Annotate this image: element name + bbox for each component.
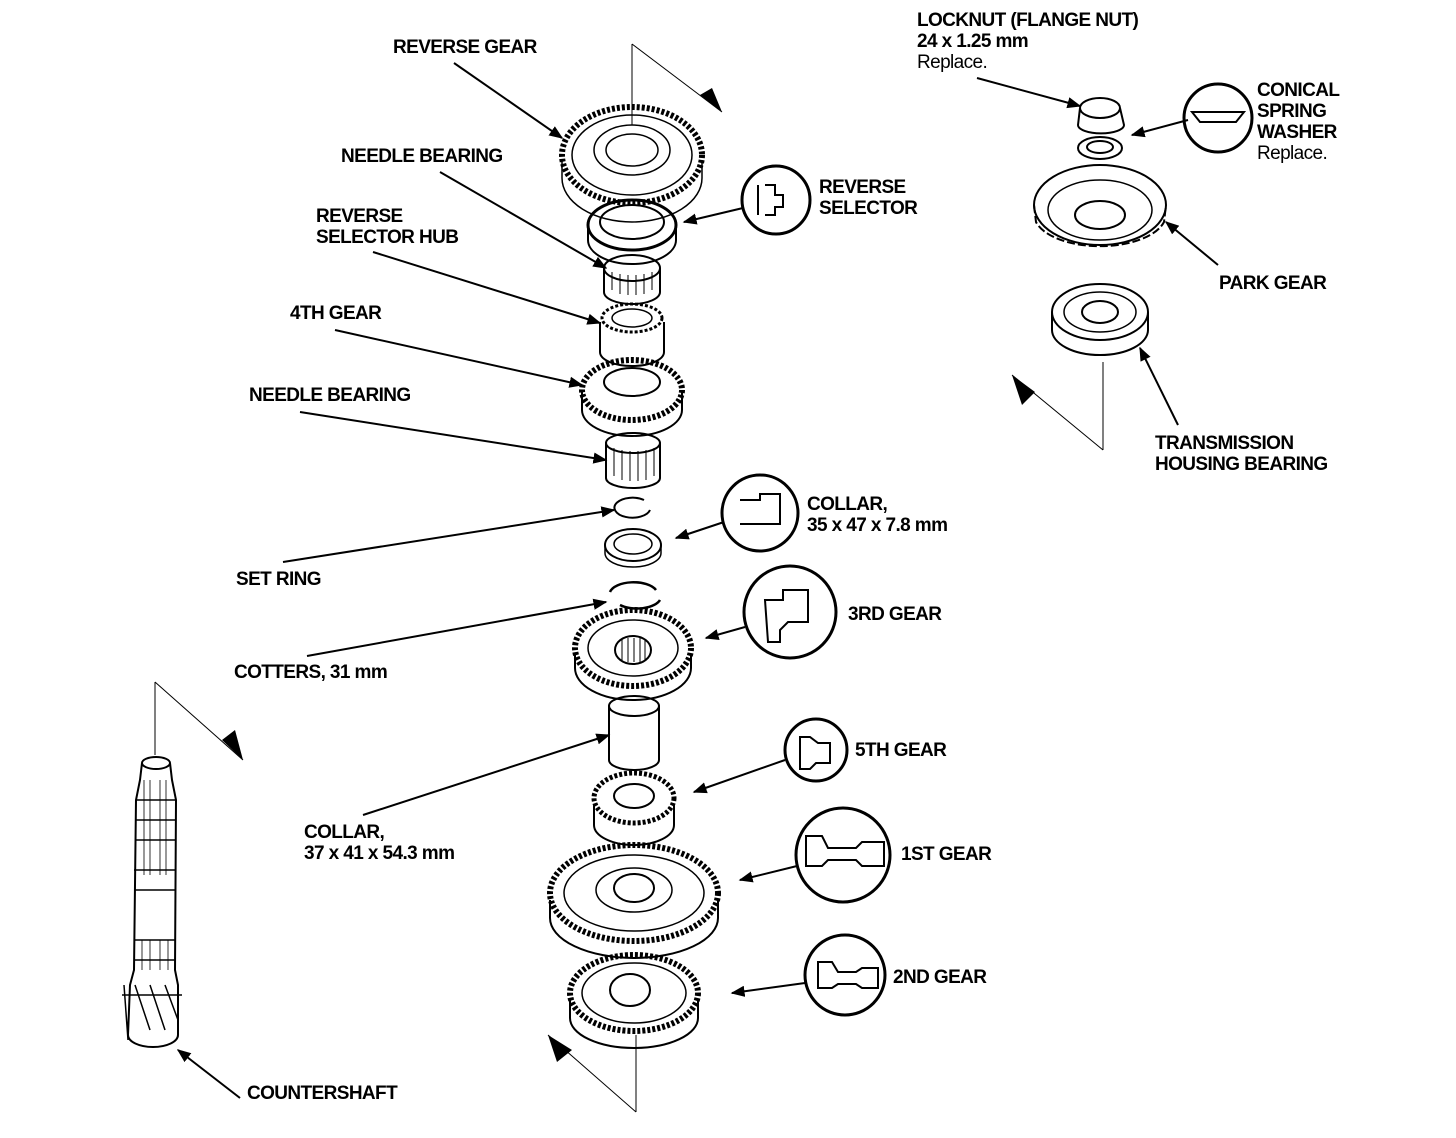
- cotters-part: [608, 581, 662, 610]
- label-collar-short: COLLAR, 35 x 47 x 7.8 mm: [807, 494, 948, 536]
- fifth-gear-part: [591, 770, 677, 846]
- axis-guide-bottom: [547, 1034, 637, 1113]
- countershaft-part: [122, 681, 244, 1048]
- callout-collar-short: [720, 473, 800, 553]
- label-third-gear: 3RD GEAR: [848, 604, 942, 625]
- axis-guide-top: [631, 43, 723, 125]
- collar-short-part: [604, 528, 662, 568]
- label-countershaft: COUNTERSHAFT: [247, 1083, 398, 1104]
- label-reverse-gear: REVERSE GEAR: [393, 37, 537, 58]
- transmission-housing-bearing-part: [1011, 283, 1149, 451]
- callout-reverse-selector: [740, 164, 812, 236]
- callout-third-gear: [742, 564, 838, 660]
- first-gear-part: [547, 842, 721, 959]
- park-gear-part: [1033, 164, 1167, 248]
- label-reverse-selector: REVERSE SELECTOR: [819, 177, 918, 219]
- needle-bearing-mid-part: [605, 432, 661, 489]
- second-gear-part: [567, 952, 701, 1049]
- collar-long-part: [608, 695, 660, 771]
- label-conical-spring-washer: CONICAL SPRING WASHER Replace.: [1257, 80, 1340, 164]
- direction-arrow-icon: [222, 730, 243, 760]
- label-fourth-gear: 4TH GEAR: [290, 303, 382, 324]
- label-collar-long: COLLAR, 37 x 41 x 54.3 mm: [304, 822, 455, 864]
- locknut-part: [1076, 97, 1126, 135]
- direction-arrow-icon: [548, 1035, 572, 1062]
- direction-arrow-icon: [1012, 375, 1035, 405]
- reverse-selector-hub-part: [599, 302, 665, 367]
- third-gear-part: [572, 607, 694, 701]
- label-transmission-housing-bearing: TRANSMISSION HOUSING BEARING: [1155, 433, 1328, 475]
- conical-spring-washer-part: [1077, 136, 1123, 160]
- leader-lines: [176, 62, 1219, 1099]
- reverse-gear-part: [559, 104, 705, 223]
- label-reverse-selector-hub: REVERSE SELECTOR HUB: [316, 206, 459, 248]
- callout-second-gear: [803, 933, 887, 1017]
- label-first-gear: 1ST GEAR: [901, 844, 992, 865]
- callout-first-gear: [794, 806, 892, 904]
- label-second-gear: 2ND GEAR: [893, 967, 987, 988]
- label-park-gear: PARK GEAR: [1219, 273, 1327, 294]
- direction-arrow-icon: [700, 88, 722, 112]
- label-locknut: LOCKNUT (FLANGE NUT) 24 x 1.25 mm Replac…: [917, 10, 1139, 73]
- label-needle-bearing-mid: NEEDLE BEARING: [249, 385, 411, 406]
- label-cotters: COTTERS, 31 mm: [234, 662, 388, 683]
- label-fifth-gear: 5TH GEAR: [855, 740, 947, 761]
- label-set-ring: SET RING: [236, 569, 322, 590]
- callout-fifth-gear: [783, 717, 849, 783]
- callout-conical-spring-washer: [1182, 82, 1254, 154]
- set-ring-part: [613, 496, 651, 519]
- label-needle-bearing-top: NEEDLE BEARING: [341, 146, 503, 167]
- fourth-gear-part: [579, 357, 685, 437]
- reverse-selector-part: [586, 198, 678, 265]
